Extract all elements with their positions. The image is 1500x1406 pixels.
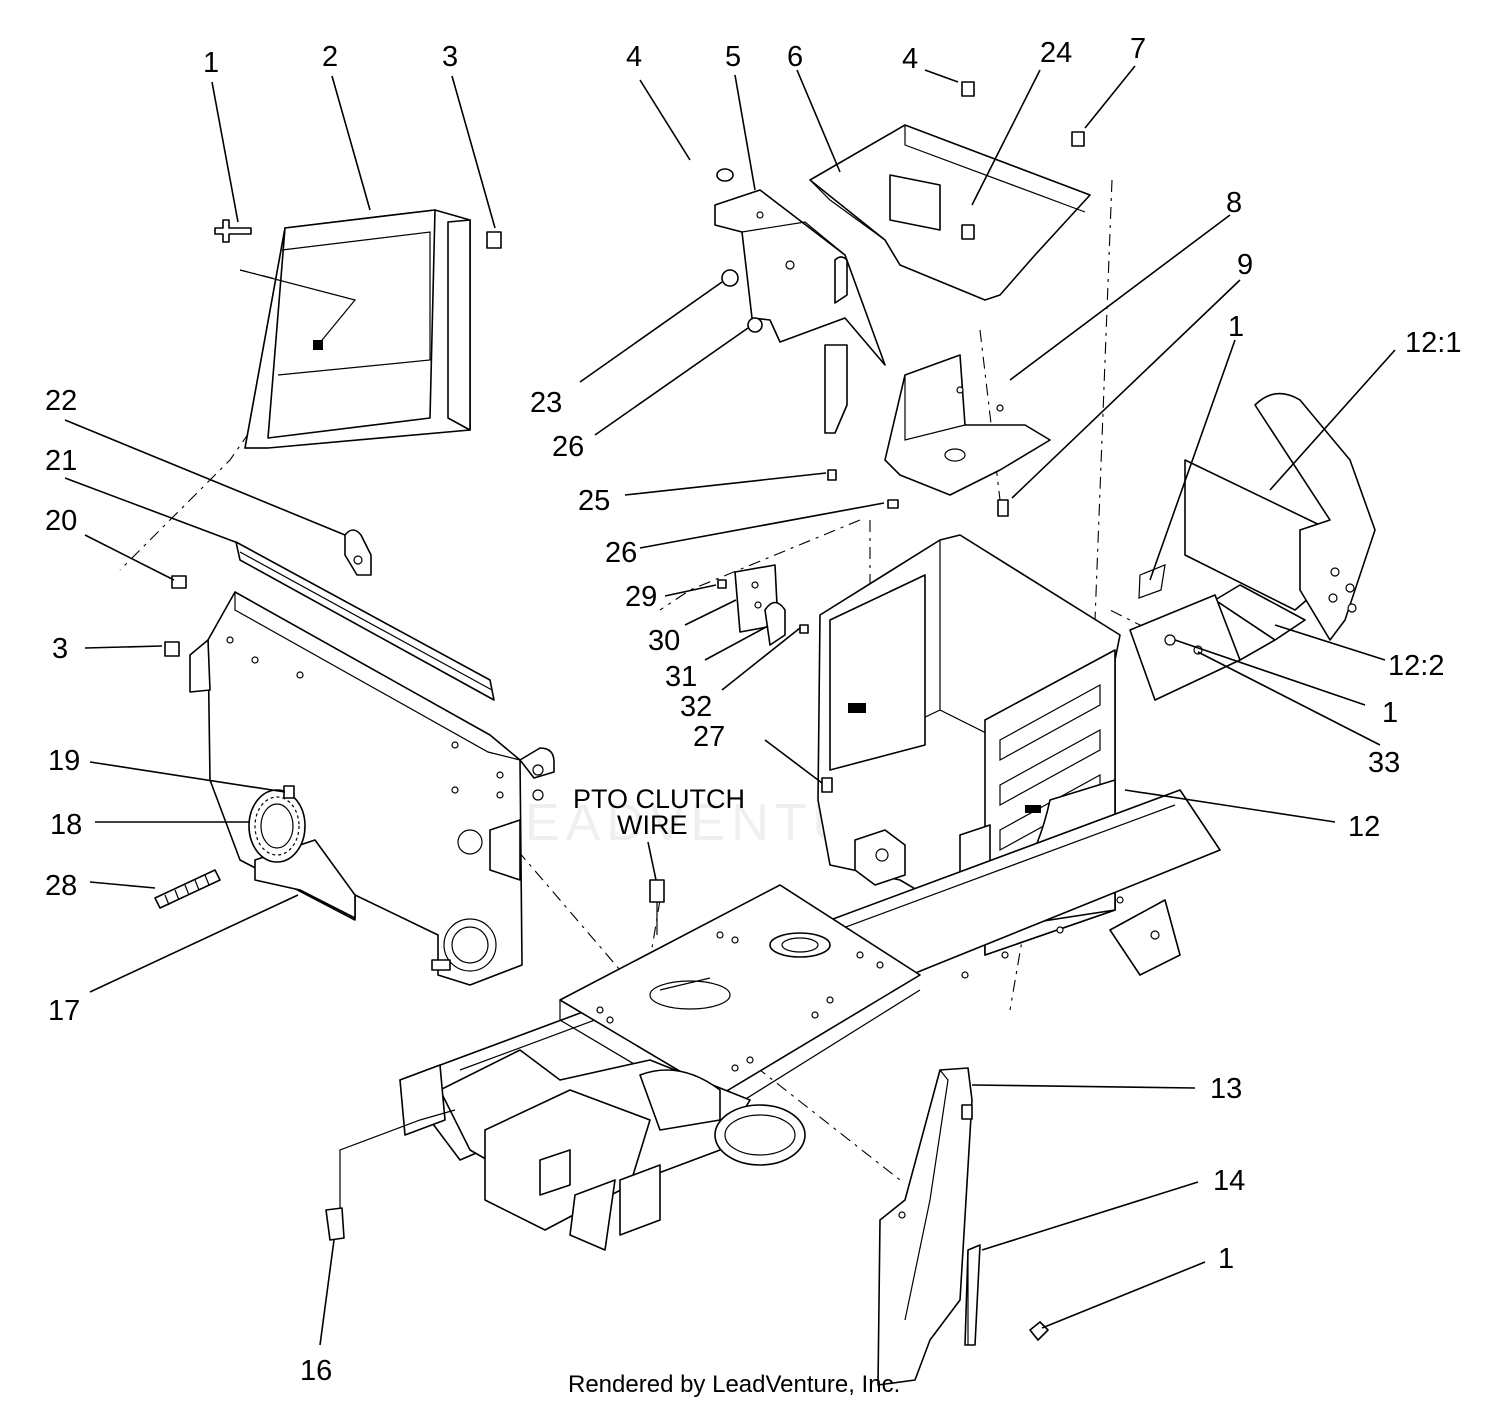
callout-6: 6 — [787, 41, 803, 73]
callout-26: 26 — [605, 537, 637, 569]
callout-4: 4 — [902, 43, 918, 75]
callout-8: 8 — [1226, 187, 1242, 219]
callout-9: 9 — [1237, 249, 1253, 281]
part-12-1-right-panel — [1184, 392, 1376, 641]
part-5-mount-bracket — [714, 168, 886, 481]
callout-1: 1 — [1382, 697, 1398, 729]
part-6-tray — [809, 81, 1091, 301]
callout-23: 23 — [530, 387, 562, 419]
part-14-strip — [964, 1244, 981, 1346]
credit-line: Rendered by LeadVenture, Inc. — [568, 1371, 900, 1398]
callout-1: 1 — [1218, 1243, 1234, 1275]
callout-12-2: 12:2 — [1388, 650, 1444, 682]
callout-4: 4 — [626, 41, 642, 73]
part-30-hinge-bracket — [717, 564, 809, 646]
part-3-clip-top — [486, 231, 502, 249]
callout-21: 21 — [45, 445, 77, 477]
part-21-rail — [235, 541, 495, 701]
pto-label-line2: WIRE — [617, 810, 688, 840]
callout-22: 22 — [45, 385, 77, 417]
callout-12-1: 12:1 — [1405, 327, 1461, 359]
callout-5: 5 — [725, 41, 741, 73]
part-1-screw-lower — [1029, 1321, 1049, 1341]
part-22-latch — [344, 529, 372, 576]
part-3-clip-lower — [164, 641, 180, 657]
pto-label-line1: PTO CLUTCH — [573, 784, 745, 814]
callout-3: 3 — [442, 41, 458, 73]
callout-13: 13 — [1210, 1073, 1242, 1105]
callout-33: 33 — [1368, 747, 1400, 779]
callout-20: 20 — [45, 505, 77, 537]
part-2-upper-side-panel — [239, 209, 471, 449]
callout-7: 7 — [1130, 33, 1146, 65]
callout-14: 14 — [1213, 1165, 1245, 1197]
callout-17: 17 — [48, 995, 80, 1027]
part-8-small-bracket — [884, 354, 1051, 517]
callout-2: 2 — [322, 41, 338, 73]
callout-1: 1 — [1228, 311, 1244, 343]
part-19-screw — [283, 785, 295, 799]
part-28-spring — [154, 869, 221, 909]
callout-19: 19 — [48, 745, 80, 777]
left-main-side-panel — [189, 591, 555, 986]
callout-24: 24 — [1040, 37, 1072, 69]
callout-18: 18 — [50, 809, 82, 841]
part-16-connector — [325, 1109, 456, 1241]
callout-3: 3 — [52, 633, 68, 665]
callout-32: 32 — [680, 691, 712, 723]
leader-lines — [64, 65, 1396, 1346]
callout-16: 16 — [300, 1355, 332, 1387]
callout-30: 30 — [648, 625, 680, 657]
callout-26: 26 — [552, 431, 584, 463]
part-20-screw — [171, 575, 187, 589]
callout-labels: 1 2 3 4 5 6 4 24 7 8 9 1 12:1 22 21 20 3… — [45, 33, 1461, 1387]
pto-clutch-wire-connector — [649, 879, 665, 935]
callout-31: 31 — [665, 661, 697, 693]
part-12-2-tube — [1129, 564, 1306, 701]
callout-27: 27 — [693, 721, 725, 753]
callout-12: 12 — [1348, 811, 1380, 843]
callout-25: 25 — [578, 485, 610, 517]
part-1-bolt-top-left — [214, 219, 252, 243]
frame-holes — [596, 896, 1124, 1072]
callout-29: 29 — [625, 581, 657, 613]
callout-1: 1 — [203, 47, 219, 79]
main-frame — [399, 789, 1221, 1251]
part-18-ring — [248, 789, 306, 863]
callout-28: 28 — [45, 870, 77, 902]
part-13-front-panel — [877, 1067, 973, 1386]
